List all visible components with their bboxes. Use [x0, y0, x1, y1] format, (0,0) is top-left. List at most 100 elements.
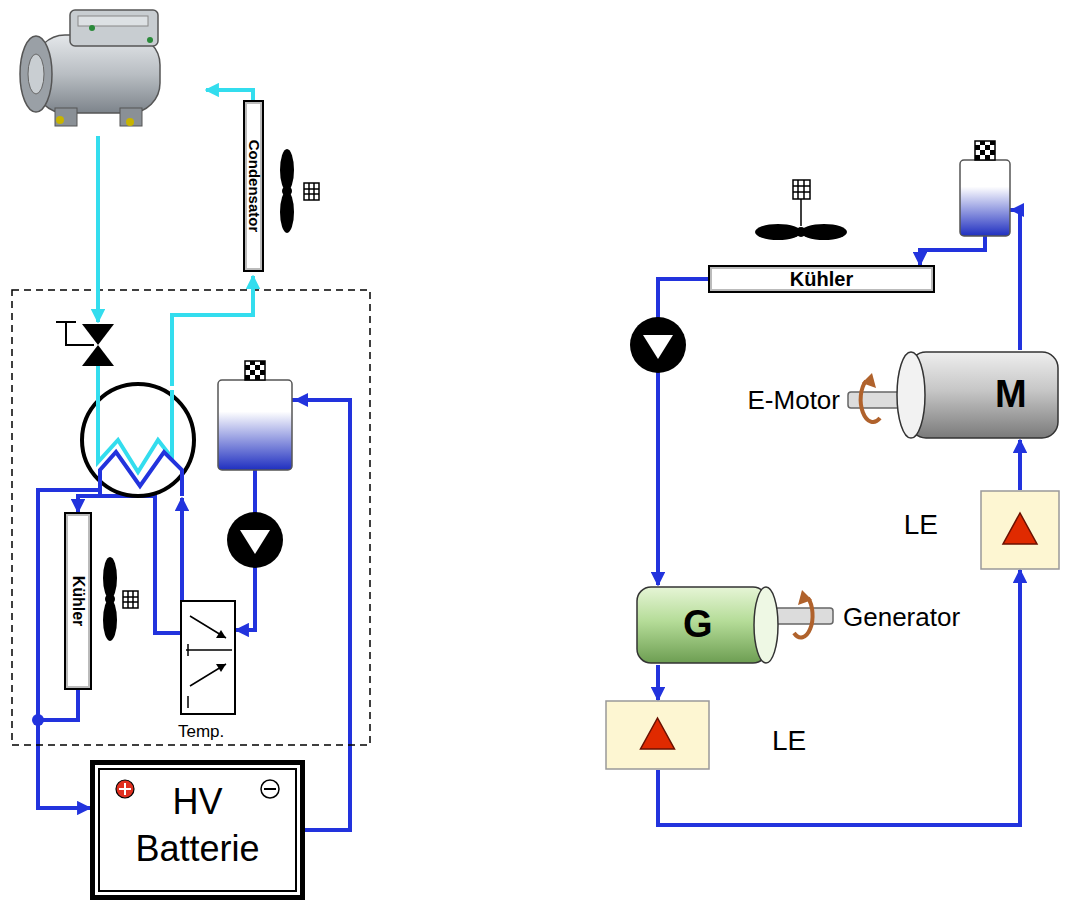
generator-shaft: [775, 590, 833, 637]
coolant-pipe: [78, 496, 180, 633]
coolant-pipe: [658, 570, 1020, 825]
generator-shaft: [798, 590, 812, 605]
refrigerant-line: [206, 90, 253, 100]
refrigerant-line: [98, 90, 253, 392]
coolant-pipe: [38, 690, 90, 808]
coolant-line: [180, 498, 184, 600]
thermostat-valve-outline: [182, 602, 238, 717]
compressor-illustration: [89, 25, 95, 31]
minus-sign: [264, 788, 276, 790]
fan-motor-icon: [793, 180, 810, 199]
expansion-tank: [975, 141, 995, 160]
pump-symbol: [630, 317, 686, 373]
node-text: Kühler: [70, 576, 86, 627]
compressor-illustration: [28, 54, 44, 94]
refrigerant-line: [172, 276, 253, 386]
node-text: HV Batterie: [135, 779, 259, 873]
generator-cylinder: G: [635, 585, 780, 665]
compressor-illustration: [126, 118, 134, 126]
converter-box: [981, 491, 1059, 569]
fan-motor-icon: [304, 183, 319, 200]
cylinder-face: [897, 352, 925, 438]
junction-dot: [32, 714, 44, 726]
expansion-tank: [1010, 203, 1024, 217]
generator-shaft: [794, 598, 813, 637]
pump-symbol: [227, 512, 283, 568]
fan-symbol: [282, 186, 292, 196]
module-outline: [12, 290, 370, 745]
battery-box: HV Batterie: [90, 760, 305, 900]
compressor-illustration: [56, 116, 64, 124]
valve-arrow: [190, 616, 226, 686]
pump-symbol: [227, 512, 283, 568]
compressor-illustration: [20, 36, 52, 112]
node-text: G: [683, 604, 713, 646]
node-text: Temp.: [178, 723, 224, 742]
pump-symbol: [643, 335, 673, 359]
fan-symbol: [103, 599, 117, 641]
coolant-line: [38, 490, 182, 720]
expansion-tank: [218, 361, 308, 470]
fan-symbol: [280, 191, 294, 233]
radiator-box: Kühler: [64, 512, 92, 690]
converter-box: [606, 701, 709, 769]
compressor-illustration: [78, 16, 148, 26]
fan-symbol: [280, 149, 294, 191]
fan-motor-icon: [123, 591, 138, 608]
condenser-box: Condensator: [243, 100, 264, 272]
fan-symbol: [105, 594, 115, 604]
motor-shaft: [848, 392, 900, 408]
cylinder-face: [754, 587, 778, 663]
pump-symbol: [630, 317, 686, 373]
fan-symbol: [801, 224, 847, 240]
fan-symbol: [103, 149, 847, 641]
expansion-tank: [218, 380, 292, 470]
coolant-line: [38, 490, 100, 720]
valve-port: [186, 644, 232, 708]
motor-shaft: [861, 381, 880, 422]
expansion-valve: [82, 345, 114, 366]
node-text: Kühler: [790, 269, 853, 289]
valve-arrowhead: [216, 630, 226, 672]
motor-shaft: [848, 373, 900, 422]
node-text: Condensator: [246, 140, 261, 233]
plus-sign: [119, 783, 131, 795]
fan-symbol: [755, 224, 801, 240]
chiller-symbol: [82, 384, 194, 496]
chiller-symbol: [82, 384, 194, 496]
power-electronics-box: LE: [980, 490, 1060, 570]
thermostat-valve: Temp.: [180, 600, 236, 715]
generator-shaft: [775, 608, 833, 624]
radiator-box: Kühler: [708, 265, 935, 293]
cylinder-body: [910, 352, 1058, 438]
expansion-valve: [56, 322, 94, 345]
node-text: M: [995, 374, 1027, 416]
coolant-pipe: [1018, 440, 1022, 490]
fan-motor-icon: [123, 591, 138, 608]
compressor-illustration: [147, 37, 153, 43]
pump-symbol: [240, 530, 270, 554]
node-text: LE: [772, 726, 806, 757]
compressor-illustration: [70, 10, 158, 46]
compressor-illustration: [120, 108, 142, 126]
refrigerant-line: [96, 365, 100, 392]
expansion-tank: [245, 361, 265, 380]
fan-symbol: [796, 227, 806, 237]
expansion-tank: [960, 141, 1024, 236]
fan-motor-icon: [793, 180, 810, 226]
e-motor-cylinder-outline: [895, 350, 1060, 440]
e-motor-cylinder: M: [895, 350, 1060, 440]
component-label: Generator: [843, 603, 960, 632]
compressor-illustration: [20, 10, 160, 126]
fan-symbol: [103, 557, 117, 599]
fan-motor-icon: [123, 180, 810, 608]
expansion-valve: [56, 322, 114, 366]
fan-motor-icon: [304, 183, 319, 200]
node-text: LE: [904, 510, 938, 541]
refrigerant-line: [96, 136, 100, 322]
expansion-tank: [960, 160, 1010, 236]
minus-terminal: [261, 780, 279, 798]
power-electronics-box-outline: [980, 490, 1060, 570]
component-label: E-Motor: [748, 386, 840, 415]
converter-triangle: [1003, 513, 1037, 544]
